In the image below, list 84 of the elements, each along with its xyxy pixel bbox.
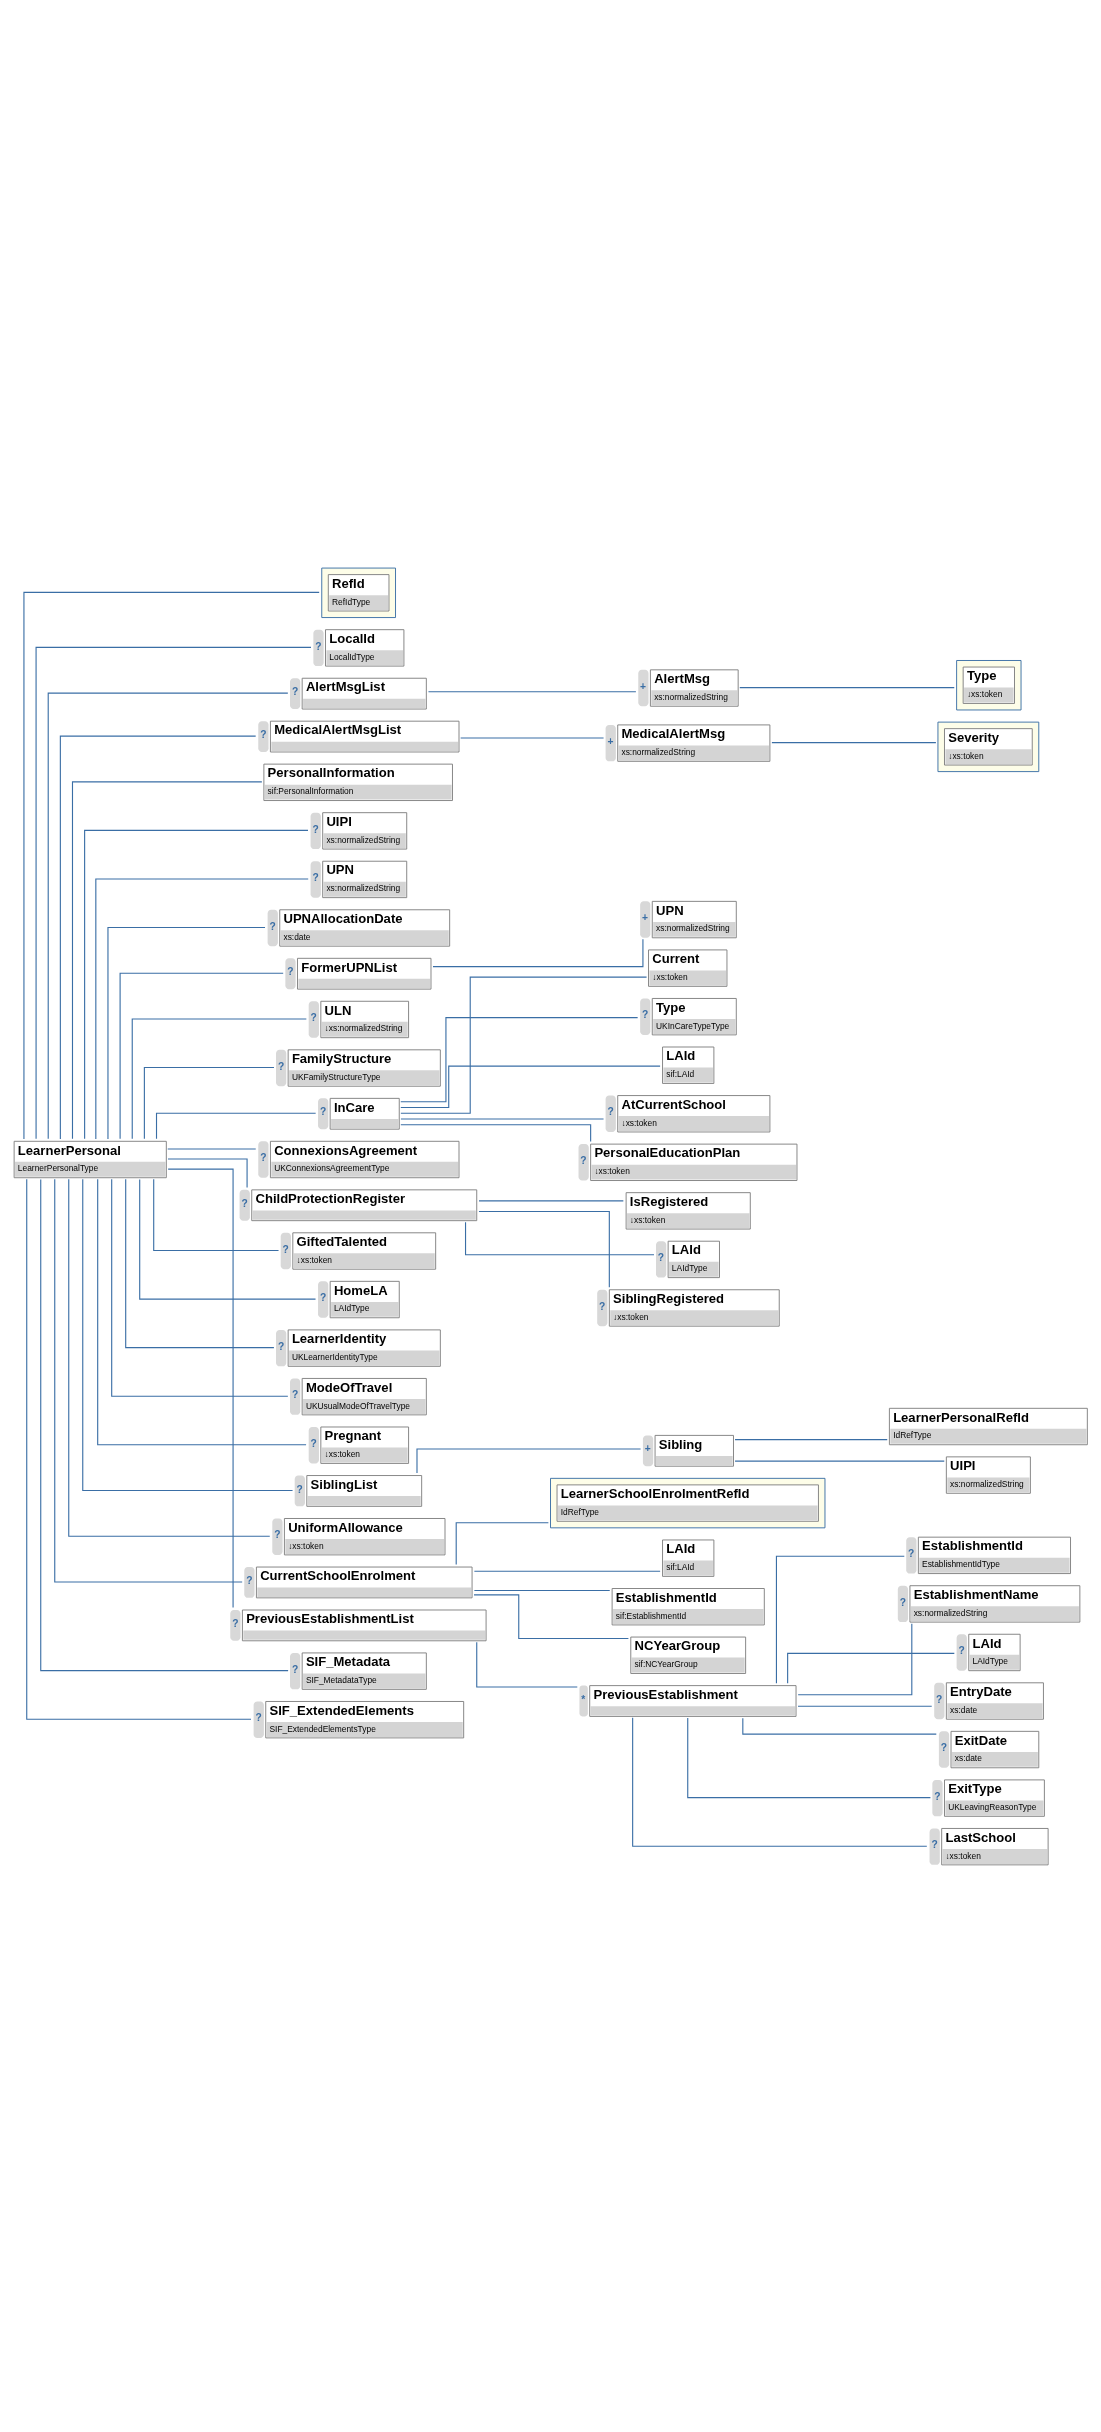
node-label: ? <box>599 1300 606 1312</box>
node-label: ? <box>312 823 319 835</box>
connector <box>155 1112 317 1140</box>
node-label: ? <box>641 1009 649 1021</box>
node-label: ? <box>287 966 294 978</box>
connector <box>478 1200 624 1202</box>
node-label: + <box>641 912 648 924</box>
connector <box>119 972 284 1140</box>
node-label: ? <box>269 920 276 932</box>
node-label: ? <box>936 1693 943 1705</box>
node-label: ? <box>232 1618 239 1630</box>
node-label: ? <box>657 1252 665 1264</box>
node-label: ? <box>940 1742 948 1754</box>
connector <box>478 1210 610 1288</box>
node-label: ? <box>260 1152 267 1164</box>
connector <box>775 1555 905 1684</box>
connector <box>473 1570 661 1572</box>
node-label: ? <box>580 1155 587 1166</box>
node-label: ? <box>274 1529 281 1541</box>
connector <box>400 1065 661 1109</box>
node-label: ? <box>282 1243 289 1255</box>
connector <box>771 742 937 744</box>
connector <box>787 1652 955 1684</box>
node-label: ? <box>255 1712 262 1724</box>
connector <box>734 1460 945 1462</box>
node-label: ? <box>260 729 267 741</box>
connector <box>84 829 309 1140</box>
node-label: ? <box>277 1340 285 1352</box>
connector <box>35 646 312 1140</box>
connector <box>107 926 266 1140</box>
node-label: ? <box>934 1790 941 1802</box>
connector <box>473 1590 611 1592</box>
connector <box>59 735 257 1140</box>
connector <box>455 1522 549 1566</box>
connector <box>742 1717 937 1735</box>
connector <box>95 878 309 1140</box>
connector <box>739 687 955 689</box>
connector <box>797 1705 933 1707</box>
connector <box>432 938 644 968</box>
node-label: ? <box>296 1483 303 1495</box>
node-label: ? <box>908 1548 915 1560</box>
connector <box>687 1717 931 1799</box>
connector <box>734 1439 888 1441</box>
connector <box>47 692 289 1140</box>
node-label: ? <box>319 1106 327 1118</box>
connector <box>797 1623 913 1696</box>
connector <box>125 1178 275 1349</box>
connector <box>54 1178 243 1583</box>
node-label: ? <box>899 1596 906 1608</box>
connector <box>167 1168 234 1609</box>
node-label: ? <box>291 1663 299 1675</box>
connector <box>632 1717 928 1847</box>
node-label: * <box>581 1693 586 1705</box>
node-label: ? <box>310 1012 317 1024</box>
connector <box>465 1221 655 1256</box>
connector <box>473 1594 629 1639</box>
connector <box>400 1124 592 1143</box>
connector <box>97 1178 307 1446</box>
connector <box>427 691 637 693</box>
connector <box>400 976 648 1114</box>
node-label: + <box>640 680 647 692</box>
node-label: ? <box>291 1389 299 1401</box>
node-label: + <box>644 1443 651 1455</box>
node-label: ? <box>312 872 319 884</box>
node-label: ? <box>277 1060 285 1072</box>
connector <box>400 1017 639 1103</box>
connector <box>131 1018 307 1140</box>
connector <box>143 1067 275 1140</box>
connector <box>139 1178 317 1300</box>
node-label: ? <box>315 640 322 652</box>
connector <box>71 781 263 1140</box>
connector <box>167 1158 248 1189</box>
node-label: ? <box>246 1575 253 1587</box>
node-label: + <box>607 735 614 747</box>
connector <box>68 1178 271 1537</box>
node-label: ? <box>241 1197 248 1209</box>
connector <box>153 1178 280 1252</box>
connector <box>476 1641 578 1688</box>
node-label: ? <box>310 1437 317 1449</box>
node-label: ? <box>607 1106 614 1118</box>
node-label: ? <box>319 1292 327 1304</box>
node-label: ? <box>958 1645 965 1657</box>
node-label: ? <box>931 1839 938 1851</box>
node-label: ? <box>291 686 299 698</box>
